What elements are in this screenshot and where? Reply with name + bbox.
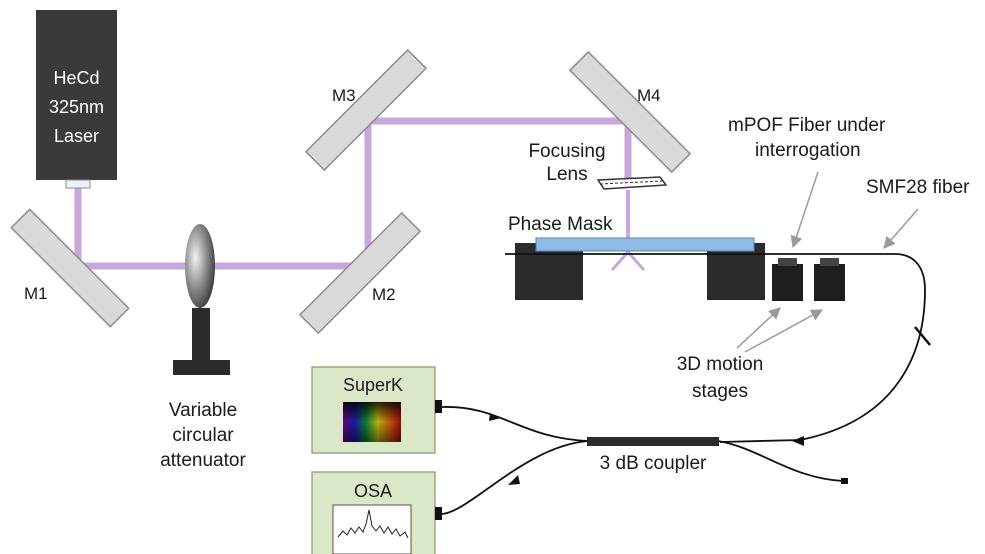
- mirror-m1: [10, 208, 130, 328]
- focusing-lens-label-line1: Focusing: [528, 141, 605, 162]
- smf28-label: SMF28 fiber: [866, 177, 970, 198]
- direction-arrow-return: [792, 436, 804, 446]
- coupler-label: 3 dB coupler: [600, 453, 707, 474]
- mirror-m2-label: M2: [372, 285, 396, 304]
- motion-stages-label-line2: stages: [692, 381, 748, 402]
- fiber-coupler-to-end: [717, 440, 844, 482]
- hecd-laser: HeCd 325nm Laser: [36, 10, 117, 189]
- coupler-body: [587, 437, 719, 446]
- mount-block-right: [707, 243, 765, 300]
- mirror-m2: [298, 211, 422, 335]
- attenuator-base: [173, 360, 230, 375]
- superk-port: [435, 400, 442, 413]
- attenuator-disk: [185, 224, 215, 308]
- superk-source: SuperK: [311, 366, 442, 454]
- laser-aperture: [65, 179, 91, 189]
- variable-attenuator: [173, 224, 230, 375]
- superk-label: SuperK: [343, 375, 403, 395]
- laser-beam-path: [74, 117, 632, 270]
- motion-stage-left: [772, 264, 803, 301]
- stage-pointer-arrow-left: [736, 307, 781, 349]
- mirror-m3: [304, 48, 428, 172]
- motion-stages: [772, 258, 845, 301]
- laser-body: [36, 10, 117, 180]
- focused-beam: [610, 190, 646, 271]
- mount-block-left: [515, 243, 583, 300]
- fiber-mount: [515, 237, 765, 300]
- stage-pointer-arrow-right: [744, 309, 824, 353]
- optical-fiber: [505, 253, 926, 443]
- osa-port: [435, 507, 442, 520]
- attenuator-label-line1: Variable: [169, 400, 237, 421]
- osa-analyzer: OSA: [311, 471, 442, 554]
- mirror-m4-label: M4: [637, 86, 661, 105]
- osa-label: OSA: [354, 481, 392, 501]
- attenuator-label-line2: circular: [172, 425, 234, 446]
- phase-mask-label: Phase Mask: [508, 214, 613, 235]
- laser-label-line2: 325nm: [49, 97, 104, 117]
- motion-stage-right: [814, 264, 845, 301]
- fiber-end-cap: [841, 478, 848, 484]
- smf28-pointer-arrow: [883, 208, 919, 249]
- mirror-m3-label: M3: [332, 86, 356, 105]
- laser-label-line1: HeCd: [53, 68, 99, 88]
- fiber-splice-mark: [914, 326, 931, 346]
- osa-screen: [332, 504, 412, 554]
- laser-label-line3: Laser: [54, 126, 99, 146]
- motion-stages-label-line1: 3D motion: [677, 354, 764, 375]
- mirror-m1-label: M1: [24, 284, 48, 303]
- mpof-pointer-arrow: [790, 171, 819, 249]
- attenuator-label-line3: attenuator: [160, 450, 246, 471]
- direction-arrow-superk: [489, 413, 501, 421]
- phase-mask: [535, 237, 755, 252]
- osa-trace-icon: [337, 509, 409, 539]
- fiber-superk-to-coupler: [441, 406, 589, 442]
- mpof-label-line1: mPOF Fiber under: [728, 115, 886, 136]
- focusing-lens-label-line2: Lens: [546, 164, 587, 185]
- focusing-lens: [596, 176, 668, 190]
- direction-arrow-osa: [508, 475, 520, 485]
- attenuator-post: [192, 308, 210, 360]
- fiber-coupler-to-osa: [441, 440, 589, 515]
- mirror-m4: [568, 50, 692, 174]
- mpof-label-line2: interrogation: [755, 140, 861, 161]
